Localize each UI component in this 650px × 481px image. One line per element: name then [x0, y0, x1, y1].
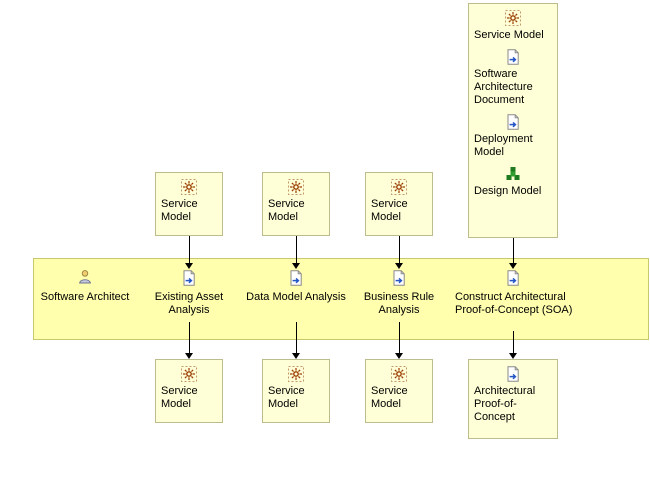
output-flow-arrowhead — [509, 353, 517, 359]
input-flow-arrow — [399, 236, 400, 264]
artifact-label: Service Model — [371, 385, 408, 410]
artifact-item: Architectural Proof-of-Concept — [474, 366, 552, 424]
service-model-icon — [288, 179, 304, 195]
output-artifact-box-service-model-1[interactable]: Service Model — [155, 359, 223, 423]
input-artifact-group-box[interactable]: Service Model Software Architecture Docu… — [468, 3, 558, 238]
work-product-icon — [505, 49, 521, 65]
input-artifact-box-service-model-3[interactable]: Service Model — [365, 172, 433, 236]
software-architect-person-icon — [77, 269, 93, 285]
artifact-item: Service Model — [161, 366, 217, 411]
service-model-icon — [391, 179, 407, 195]
output-flow-arrow — [399, 322, 400, 353]
artifact-item: Service Model — [371, 179, 427, 224]
task-label: Business Rule Analysis — [363, 291, 435, 316]
service-model-icon — [181, 179, 197, 195]
artifact-label: Service Model — [268, 385, 305, 410]
artifact-item: Service Model — [268, 366, 324, 411]
artifact-item: Design Model — [474, 166, 552, 198]
artifact-label: Service Model — [161, 198, 198, 223]
input-flow-arrowhead — [395, 263, 403, 269]
output-flow-arrow — [513, 331, 514, 353]
input-flow-arrow — [296, 236, 297, 264]
input-flow-arrowhead — [185, 263, 193, 269]
work-product-icon — [505, 114, 521, 130]
task-icon — [505, 270, 521, 286]
output-artifact-box-service-model-3[interactable]: Service Model — [365, 359, 433, 423]
artifact-item: Software Architecture Document — [474, 49, 552, 107]
artifact-label: Service Model — [268, 198, 305, 223]
artifact-item: Service Model — [371, 366, 427, 411]
task-icon — [181, 270, 197, 286]
artifact-item: Deployment Model — [474, 114, 552, 159]
service-model-icon — [181, 366, 197, 382]
artifact-label: Service Model — [161, 385, 198, 410]
input-artifact-box-service-model-2[interactable]: Service Model — [262, 172, 330, 236]
output-artifact-box-service-model-2[interactable]: Service Model — [262, 359, 330, 423]
artifact-item: Service Model — [474, 10, 552, 42]
artifact-label: Design Model — [474, 185, 542, 197]
task-label: Construct Architectural Proof-of-Concept… — [455, 291, 573, 316]
role-label: Software Architect — [40, 291, 130, 303]
output-artifact-box-architectural-poc[interactable]: Architectural Proof-of-Concept — [468, 359, 558, 439]
task-label: Data Model Analysis — [246, 291, 346, 303]
artifact-label: Service Model — [474, 29, 544, 41]
artifact-item: Service Model — [161, 179, 217, 224]
output-flow-arrow — [296, 322, 297, 353]
artifact-label: Deployment Model — [474, 133, 533, 158]
task-icon — [391, 270, 407, 286]
output-flow-arrowhead — [292, 353, 300, 359]
role-band — [33, 258, 649, 340]
input-flow-arrowhead — [292, 263, 300, 269]
task-label: Existing Asset Analysis — [154, 291, 224, 316]
input-flow-arrow — [513, 238, 514, 264]
service-model-icon — [288, 366, 304, 382]
input-flow-arrowhead — [509, 263, 517, 269]
input-artifact-box-service-model-1[interactable]: Service Model — [155, 172, 223, 236]
output-flow-arrowhead — [185, 353, 193, 359]
artifact-label: Architectural Proof-of-Concept — [474, 385, 536, 423]
work-product-icon — [505, 366, 521, 382]
service-model-icon — [505, 10, 521, 26]
service-model-icon — [391, 366, 407, 382]
input-flow-arrow — [189, 236, 190, 264]
artifact-item: Service Model — [268, 179, 324, 224]
design-model-icon — [505, 166, 521, 182]
output-flow-arrowhead — [395, 353, 403, 359]
output-flow-arrow — [189, 322, 190, 353]
task-icon — [288, 270, 304, 286]
artifact-label: Service Model — [371, 198, 408, 223]
artifact-label: Software Architecture Document — [474, 68, 533, 106]
